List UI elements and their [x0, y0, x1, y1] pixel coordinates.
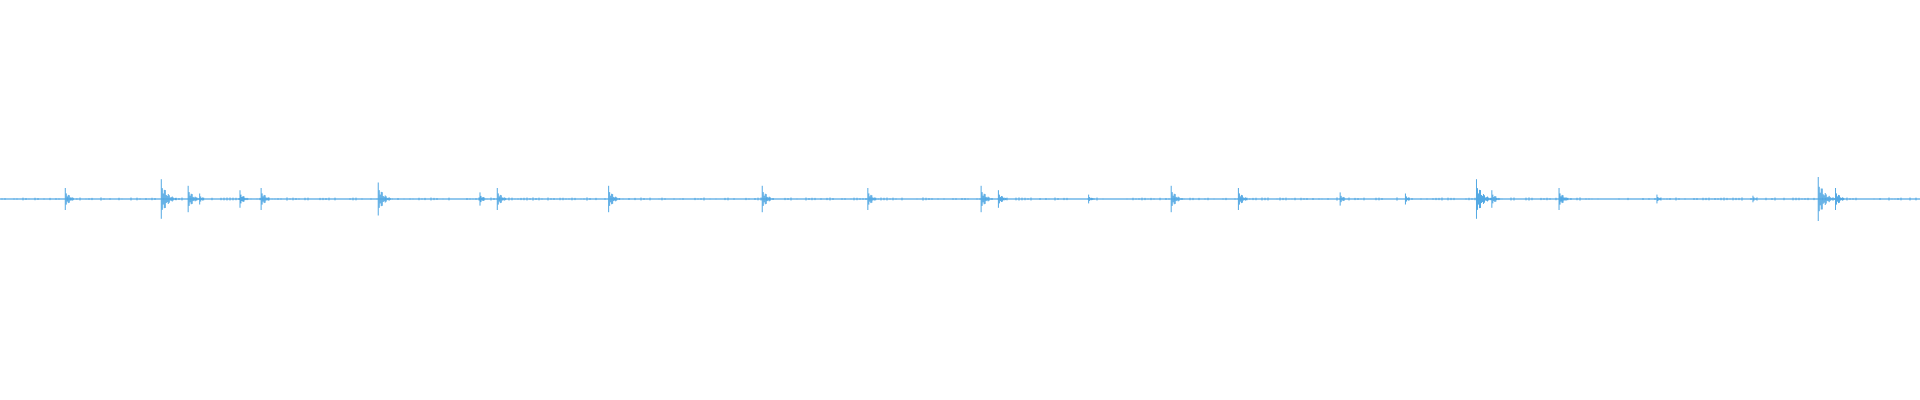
waveform-transient — [867, 188, 880, 210]
waveform-transient — [239, 190, 249, 208]
waveform-transient — [997, 190, 1007, 208]
waveform-transient — [187, 185, 200, 213]
waveform-transient — [479, 192, 488, 206]
waveform-transient — [1835, 188, 1848, 210]
waveform-transient — [160, 179, 177, 219]
waveform-transient — [199, 193, 205, 205]
waveform-transient — [1558, 188, 1571, 210]
waveform-transient — [1817, 177, 1835, 221]
waveform-transient — [1404, 193, 1410, 205]
waveform-transient — [1491, 190, 1501, 208]
waveform-transient — [1088, 194, 1094, 204]
waveform-trace — [0, 177, 1920, 221]
waveform-transient — [980, 185, 993, 213]
waveform-transient — [761, 185, 774, 213]
waveform-transient — [1237, 188, 1250, 210]
waveform-transient — [1475, 179, 1492, 219]
waveform-transient — [608, 185, 621, 213]
waveform-transient — [1656, 194, 1662, 204]
waveform-transient — [377, 182, 393, 216]
waveform-transient — [260, 188, 273, 210]
waveform-transient — [1339, 192, 1348, 206]
waveform-transient — [1752, 195, 1758, 203]
waveform-transient — [496, 188, 509, 210]
waveform-transient — [1170, 185, 1183, 213]
waveform-transient — [64, 188, 77, 210]
